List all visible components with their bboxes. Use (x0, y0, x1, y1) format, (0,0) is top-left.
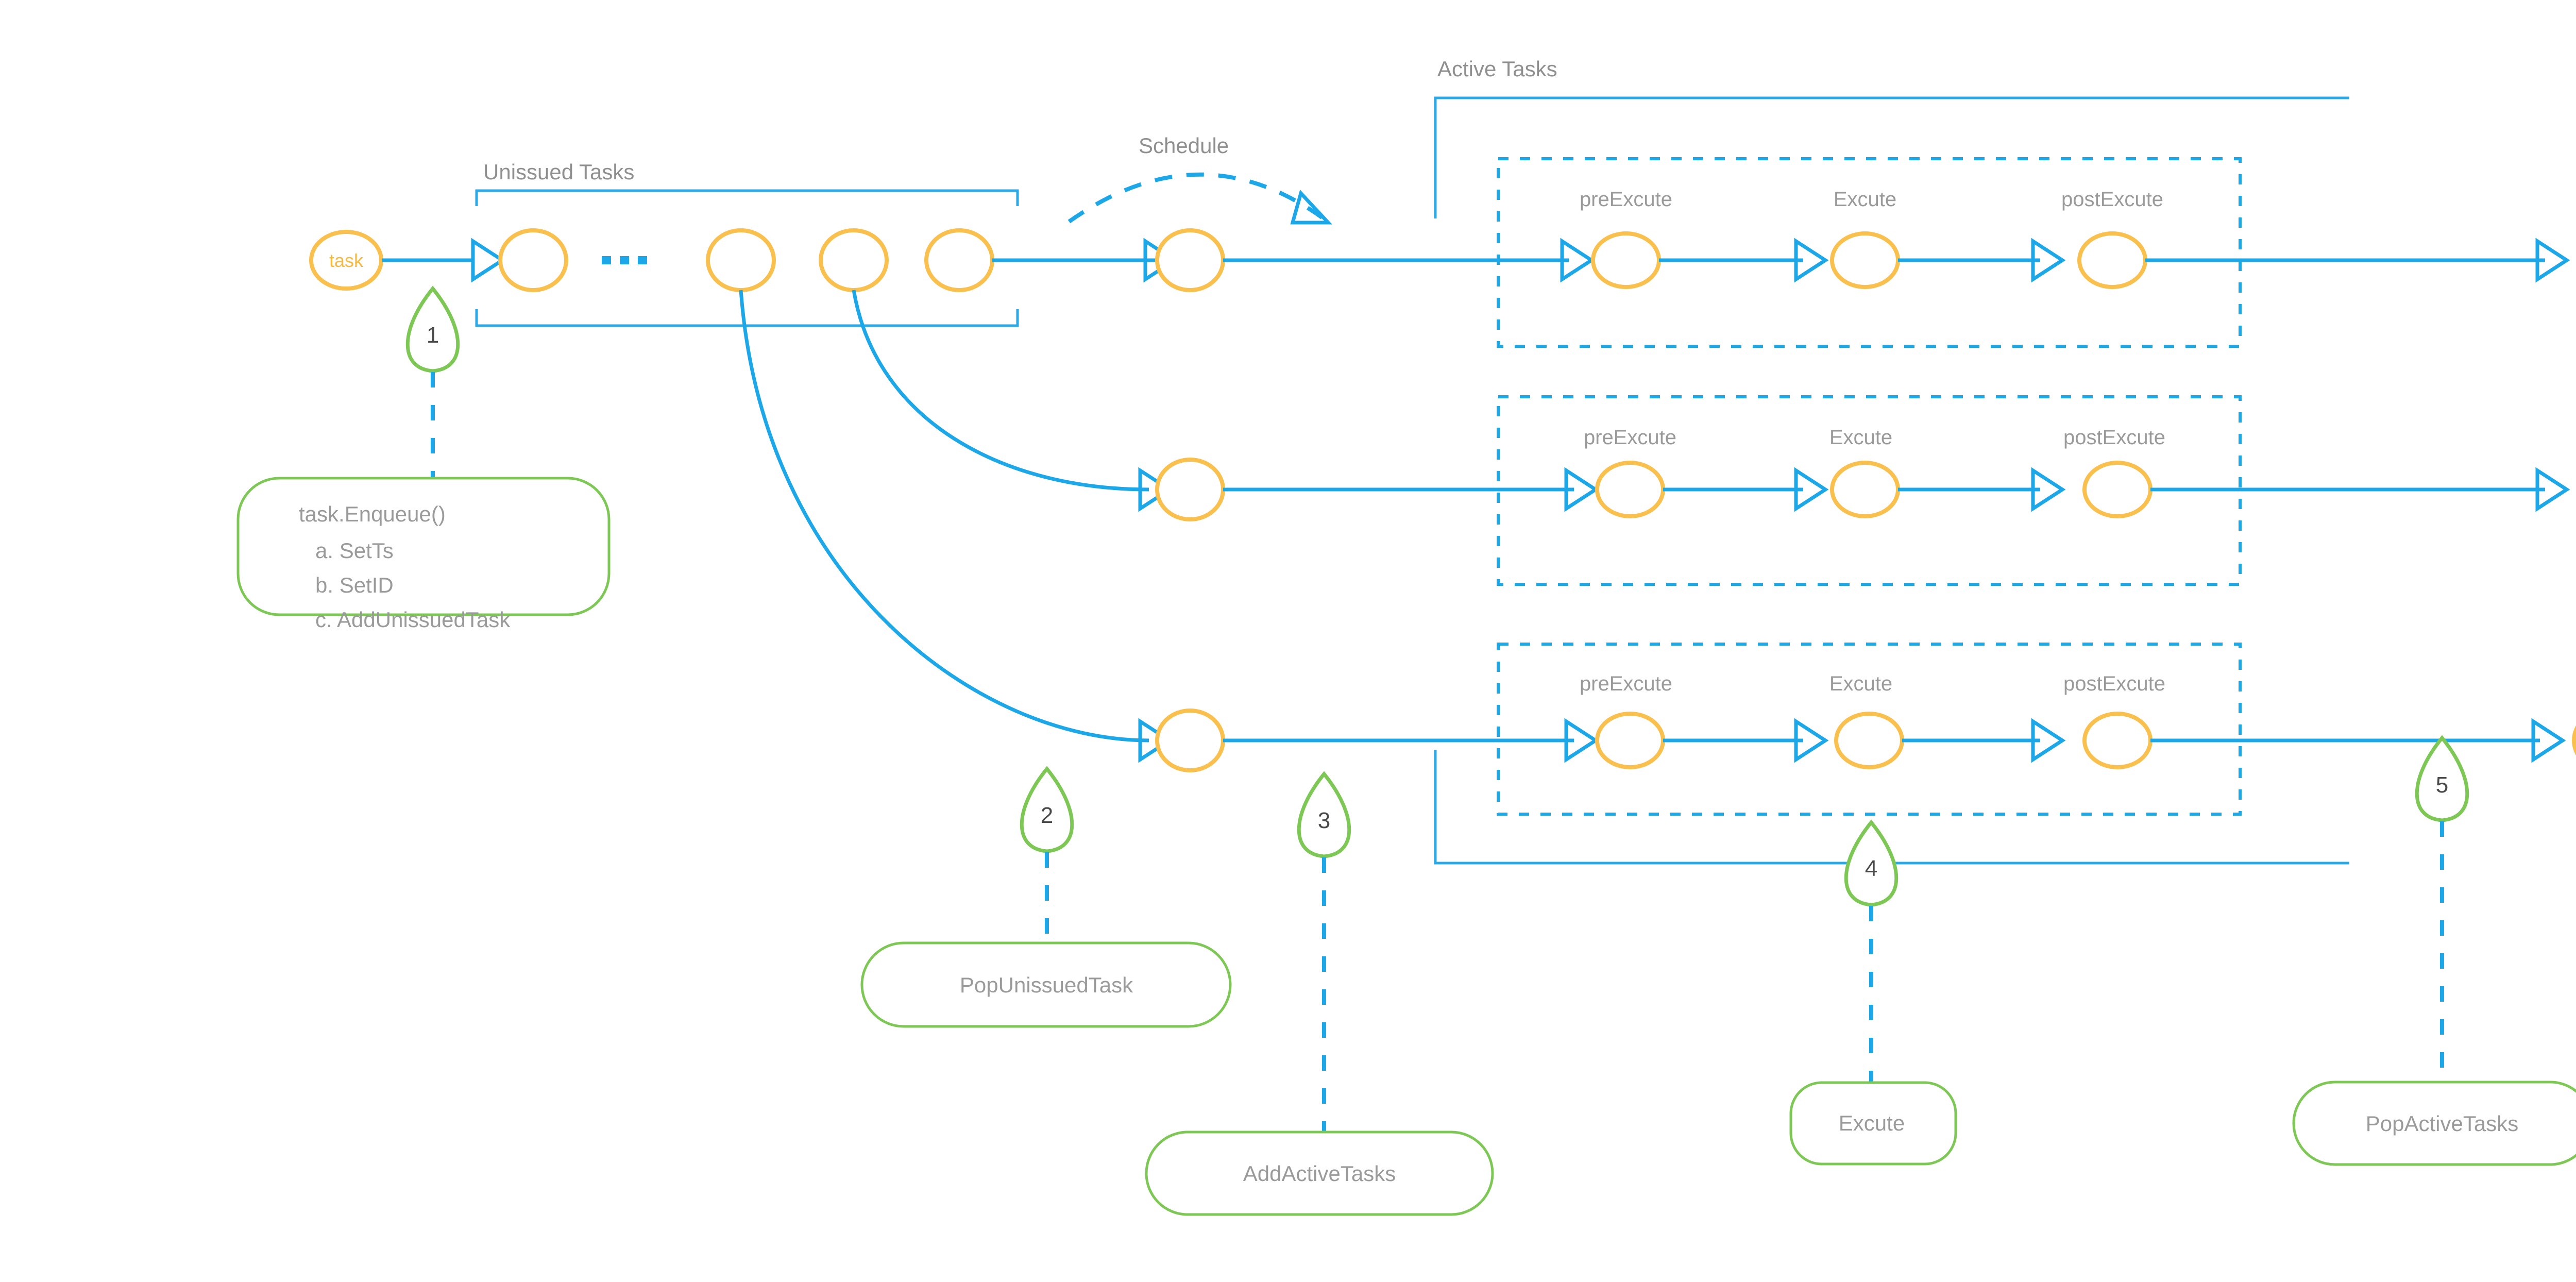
stage-label-row1-exec: Excute (1834, 188, 1896, 211)
stage-label-row3-post: postExcute (2063, 672, 2165, 695)
active-task-box-row1 (1497, 157, 2242, 348)
arrowhead-row3-terminal-icon (2531, 718, 2566, 763)
schedule-node-row1[interactable] (1155, 228, 1225, 292)
queue-node-2[interactable] (706, 228, 776, 292)
callout-pop-unissued-title: PopUnissuedTask (960, 973, 1133, 997)
group-label-unissued-tasks: Unissued Tasks (483, 160, 634, 184)
schedule-arrowhead-icon (1290, 190, 1333, 225)
active-tasks-bracket-bottom (1434, 750, 2349, 865)
stage-node-row1-post[interactable] (2077, 231, 2147, 289)
callout-add-active-title: AddActiveTasks (1243, 1161, 1396, 1186)
marker-1-number: 1 (427, 323, 439, 348)
callout-excute-title: Excute (1839, 1111, 1905, 1135)
stage-node-row2-post[interactable] (2082, 461, 2153, 518)
callout-add-active-box[interactable] (1145, 1131, 1494, 1216)
stage-label-row1-post: postExcute (2061, 188, 2163, 211)
stage-node-row3-exec[interactable] (1834, 712, 1904, 769)
schedule-dashed-arc (1067, 172, 1326, 224)
arrowhead-row2-exec-icon (1794, 467, 1829, 512)
marker-5-number: 5 (2436, 772, 2448, 798)
callout-enqueue-item-a: a. SetTs (315, 538, 394, 563)
marker-4-teardrop[interactable] (1844, 819, 1899, 907)
stage-node-row2-pre[interactable] (1595, 461, 1665, 518)
queue-node-1[interactable] (498, 228, 568, 292)
schedule-node-row3[interactable] (1155, 709, 1225, 772)
callout-enqueue-title: task.Enqueue() (299, 502, 446, 526)
stage-label-row2-pre: preExcute (1584, 426, 1676, 449)
marker-3-number: 3 (1318, 808, 1330, 833)
arrowhead-row2-post-icon (2031, 467, 2066, 512)
arrowhead-row1-pre-icon (1560, 238, 1595, 283)
terminal-node-row3[interactable] (2572, 711, 2576, 770)
source-node-task-label: task (329, 250, 364, 271)
callout-pop-active-title: PopActiveTasks (2366, 1111, 2518, 1136)
arrowhead-row2-terminal-icon (2535, 467, 2570, 512)
arrowhead-row2-pre-icon (1564, 467, 1599, 512)
unissued-tasks-bracket-top (475, 189, 1019, 206)
stage-node-row3-pre[interactable] (1595, 712, 1665, 769)
arrowhead-row1-terminal-icon (2535, 238, 2570, 283)
callout-enqueue-box[interactable] (236, 477, 611, 616)
arrowhead-task-to-queue-icon (471, 238, 506, 283)
callout-excute-box[interactable] (1789, 1081, 1957, 1166)
active-task-box-row3 (1497, 643, 2242, 816)
edge-queue-to-schedule-row3 (739, 290, 1149, 743)
marker-2-number: 2 (1041, 803, 1053, 828)
stage-label-row1-pre: preExcute (1580, 188, 1672, 211)
arrowhead-row1-post-icon (2031, 238, 2066, 283)
source-node-task[interactable] (309, 230, 383, 291)
stage-label-row3-pre: preExcute (1580, 672, 1672, 695)
stage-node-row2-exec[interactable] (1830, 461, 1900, 518)
stage-label-row2-post: postExcute (2063, 426, 2165, 449)
marker-4-number: 4 (1865, 856, 1877, 881)
active-task-box-row2 (1497, 395, 2242, 586)
schedule-node-row2[interactable] (1155, 458, 1225, 521)
stage-node-row3-post[interactable] (2082, 712, 2153, 769)
callout-enqueue-item-b: b. SetID (315, 573, 394, 597)
queue-node-3[interactable] (819, 228, 889, 292)
stage-label-row3-exec: Excute (1829, 672, 1892, 695)
stage-node-row1-pre[interactable] (1591, 231, 1661, 289)
marker-3-teardrop[interactable] (1297, 771, 1351, 858)
arrowhead-row3-pre-icon (1564, 718, 1599, 763)
callout-enqueue-item-c: c. AddUnissuedTask (315, 608, 511, 632)
arrowhead-row1-exec-icon (1794, 238, 1829, 283)
stage-node-row1-exec[interactable] (1830, 231, 1900, 289)
marker-1-teardrop[interactable] (405, 285, 460, 373)
arrowhead-schedule-row2-icon (1138, 467, 1173, 512)
arrowhead-schedule-row3-icon (1138, 718, 1173, 763)
marker-5-teardrop[interactable] (2415, 735, 2469, 822)
arrowhead-row3-exec-icon (1794, 718, 1829, 763)
group-label-schedule: Schedule (1139, 133, 1229, 158)
queue-node-4[interactable] (924, 228, 994, 292)
marker-2-teardrop[interactable] (1020, 766, 1074, 853)
queue-ellipsis-icon (602, 256, 647, 264)
group-label-active-tasks: Active Tasks (1437, 57, 1557, 81)
arrowhead-row3-post-icon (2031, 718, 2066, 763)
unissued-tasks-bracket-bottom (475, 309, 1019, 327)
callout-pop-active-box[interactable] (2292, 1081, 2576, 1166)
edge-queue-to-schedule-row2 (852, 290, 1149, 492)
callout-pop-unissued-box[interactable] (860, 941, 1232, 1028)
active-tasks-bracket-top (1434, 96, 2349, 218)
stage-label-row2-exec: Excute (1829, 426, 1892, 449)
